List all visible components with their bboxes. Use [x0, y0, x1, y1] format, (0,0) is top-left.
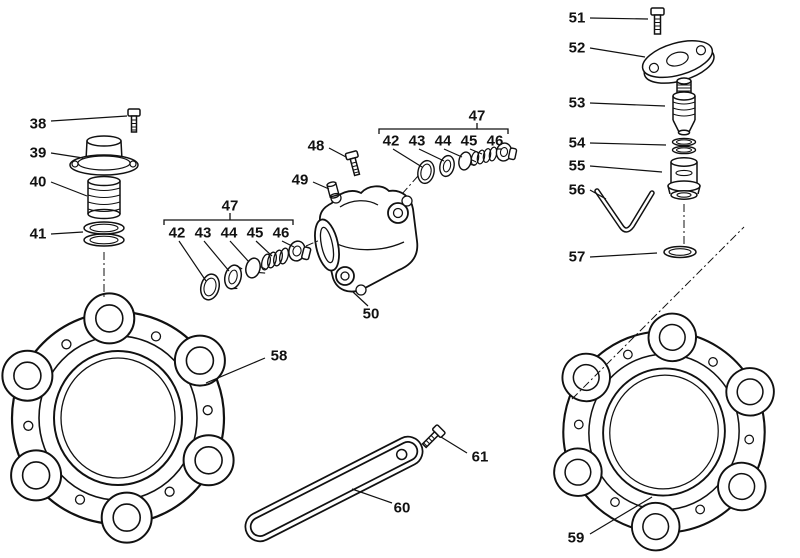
part-label-43-upper: 43 — [408, 132, 426, 150]
part-label-45-upper: 45 — [460, 132, 478, 150]
leader-38 — [50, 115, 128, 122]
part-label-57: 57 — [568, 248, 586, 266]
part-56-retaining-clip — [594, 188, 655, 233]
leader-55 — [589, 165, 663, 173]
leader-43-upper — [418, 148, 445, 162]
leader-40 — [50, 181, 88, 197]
leader-43-left — [203, 240, 230, 272]
part-label-39: 39 — [29, 144, 47, 162]
part-label-53: 53 — [568, 94, 586, 112]
leader-59 — [589, 496, 653, 535]
part-45-spring — [261, 247, 289, 271]
leader-53 — [589, 102, 666, 107]
leader-50 — [352, 291, 369, 307]
part-55-valve-cage — [667, 157, 701, 200]
part-42-o-ring — [199, 273, 221, 301]
leader-57 — [589, 252, 658, 258]
part-label-49: 49 — [291, 171, 309, 189]
leader-54 — [589, 142, 667, 146]
part-label-61: 61 — [471, 448, 489, 466]
part-label-54: 54 — [568, 134, 586, 152]
part-50-valve-body — [314, 185, 419, 296]
part-39-flanged-cup — [69, 135, 139, 176]
leader-60 — [351, 488, 393, 504]
part-61-bolt — [421, 424, 446, 449]
bracket-47-upper — [378, 128, 509, 134]
part-label-55: 55 — [568, 157, 586, 175]
part-label-59: 59 — [567, 529, 585, 547]
part-label-51: 51 — [568, 9, 586, 27]
part-label-42-left: 42 — [168, 224, 186, 242]
bracket-47-left — [163, 219, 294, 225]
leader-44-upper — [443, 148, 463, 158]
part-label-42-upper: 42 — [382, 132, 400, 150]
part-label-52: 52 — [568, 39, 586, 57]
leader-49 — [312, 181, 330, 190]
part-38-bolt — [127, 108, 141, 133]
part-label-50: 50 — [362, 305, 380, 323]
part-label-46-left: 46 — [272, 224, 290, 242]
leader-56 — [589, 189, 607, 200]
part-label-58: 58 — [270, 347, 288, 365]
leader-41 — [50, 231, 84, 235]
part-40-ribbed-sleeve — [87, 175, 121, 220]
leader-48 — [328, 147, 347, 158]
leader-42-left — [178, 240, 207, 282]
part-51-bolt — [650, 7, 665, 35]
part-label-56: 56 — [568, 181, 586, 199]
part-label-47-left: 47 — [221, 197, 239, 215]
leader-61 — [440, 436, 468, 454]
leader-39 — [50, 152, 84, 159]
leader-46-left — [281, 240, 295, 248]
part-label-40: 40 — [29, 173, 47, 191]
part-41-o-rings — [83, 221, 125, 247]
part-53-plunger — [672, 77, 696, 136]
part-label-44-left: 44 — [220, 224, 238, 242]
part-52-cover-plate — [641, 40, 715, 84]
leader-58 — [205, 357, 266, 384]
part-label-46-upper: 46 — [486, 132, 504, 150]
part-60-gasket-loop — [244, 435, 424, 543]
axis-line-1 — [305, 239, 321, 247]
part-label-44-upper: 44 — [434, 132, 452, 150]
part-label-60: 60 — [393, 499, 411, 517]
part-label-38: 38 — [29, 115, 47, 133]
part-57-o-ring — [663, 245, 697, 259]
part-label-48: 48 — [307, 137, 325, 155]
valve-kit-upper — [417, 142, 518, 185]
part-label-41: 41 — [29, 225, 47, 243]
leader-42-upper — [392, 148, 423, 168]
part-48-bolt — [344, 150, 361, 177]
leader-45-upper — [469, 148, 483, 155]
part-label-45-left: 45 — [246, 224, 264, 242]
leader-51 — [589, 17, 649, 20]
leader-44-left — [229, 240, 250, 263]
part-46-retainer — [495, 142, 518, 162]
part-42-o-ring — [417, 159, 435, 185]
leader-52 — [589, 47, 646, 58]
part-54-rings — [671, 137, 697, 155]
leader-45-left — [255, 240, 273, 257]
part-49-stud — [326, 181, 340, 199]
part-label-43-left: 43 — [194, 224, 212, 242]
axis-line-2 — [401, 175, 419, 195]
part-label-47-upper: 47 — [468, 107, 486, 125]
part-44-poppet — [245, 257, 267, 279]
